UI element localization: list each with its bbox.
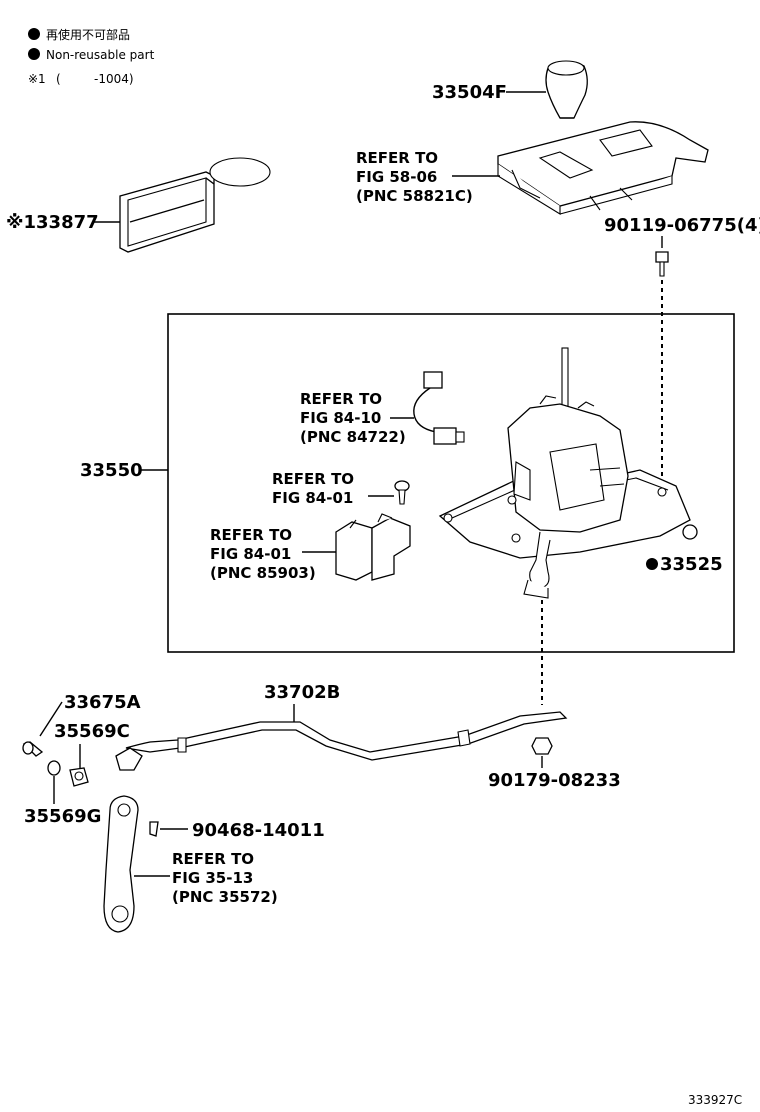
part-label-33702B: 33702B — [264, 682, 340, 703]
ref-3513-line3: (PNC 35572) — [172, 888, 278, 906]
ref-8401b-line3: (PNC 85903) — [210, 564, 316, 582]
part-label-33504F: 33504F — [432, 82, 507, 103]
bullet-icon — [646, 558, 658, 570]
ref-8401a-line1: REFER TO — [272, 470, 354, 488]
part-label-33525: 33525 — [660, 554, 723, 575]
part-label-35569C: 35569C — [54, 721, 130, 742]
connector-harness-drawing — [413, 371, 465, 445]
shift-knob-drawing — [545, 60, 588, 119]
lock-block-drawing — [335, 513, 411, 581]
screw-drawing — [394, 480, 410, 505]
ref-8410-line2: FIG 84-10 — [300, 409, 381, 427]
legend-note-range: -1004) — [94, 72, 134, 86]
shift-lever-arm-drawing — [103, 747, 143, 933]
ref-8410-line1: REFER TO — [300, 390, 382, 408]
part-label-90179: 90179-08233 — [488, 770, 621, 791]
ref-58-line3: (PNC 58821C) — [356, 187, 473, 205]
ref-8401b-line2: FIG 84-01 — [210, 545, 291, 563]
bullet-icon — [28, 48, 40, 60]
ref-58-line1: REFER TO — [356, 149, 438, 167]
ref-3513-line1: REFER TO — [172, 850, 254, 868]
nut-90179-drawing — [531, 737, 553, 755]
console-plate-drawing — [497, 121, 709, 215]
part-label-90119: 90119-06775(4) — [604, 215, 760, 236]
bullet-icon — [28, 28, 40, 40]
ref-8401a-line2: FIG 84-01 — [272, 489, 353, 507]
part-label-35569G: 35569G — [24, 806, 101, 827]
assembly-box — [167, 313, 735, 653]
figure-id: 333927C — [688, 1093, 742, 1107]
part-label-33877: ※133877 — [6, 212, 99, 233]
legend-note-open: ( — [56, 72, 61, 86]
nut-33525-drawing — [682, 524, 698, 540]
part-label-90468: 90468-14011 — [192, 820, 325, 841]
control-cable-drawing — [125, 711, 568, 761]
pin-33675A-drawing — [22, 741, 44, 757]
shift-lever-assembly-drawing — [438, 347, 691, 599]
legend-note-mark: ※1 — [28, 72, 46, 86]
part-label-33550: 33550 — [80, 460, 143, 481]
ref-58-line2: FIG 58-06 — [356, 168, 437, 186]
bushing-35569C-drawing — [69, 767, 89, 787]
part-label-33675A: 33675A — [64, 692, 141, 713]
washer-35569G-drawing — [47, 760, 61, 776]
ref-8410-line3: (PNC 84722) — [300, 428, 406, 446]
indicator-plate-drawing — [119, 157, 271, 253]
ref-3513-line2: FIG 35-13 — [172, 869, 253, 887]
bolt-90119-drawing — [655, 251, 669, 277]
legend-japanese: 再使用不可部品 — [46, 27, 130, 42]
clip-90468-drawing — [149, 821, 159, 837]
legend-non-reusable: Non-reusable part — [46, 48, 155, 62]
ref-8401b-line1: REFER TO — [210, 526, 292, 544]
